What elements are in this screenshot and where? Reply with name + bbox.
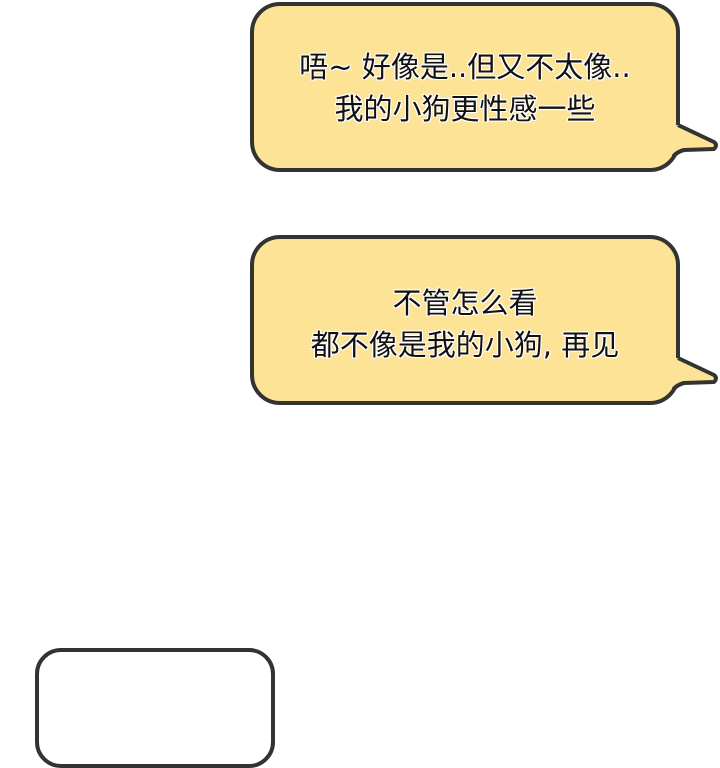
bubble-1-line-2: 我的小狗更性感一些 xyxy=(334,92,596,126)
bubble-2-line-1: 不管怎么看 xyxy=(392,286,538,320)
speech-bubble-3-partial xyxy=(35,648,275,768)
bubble-2-tail-icon xyxy=(672,356,718,393)
speech-bubble-1: 唔~ 好像是..但又不太像.. 我的小狗更性感一些 xyxy=(250,2,680,172)
bubble-3-cut-text xyxy=(125,696,195,704)
bubble-1-line-1: 唔~ 好像是..但又不太像.. xyxy=(299,50,631,84)
bubble-2-line-2: 都不像是我的小狗, 再见 xyxy=(310,328,620,362)
speech-bubble-2: 不管怎么看 都不像是我的小狗, 再见 xyxy=(250,235,680,405)
bubble-1-tail-icon xyxy=(672,123,718,160)
